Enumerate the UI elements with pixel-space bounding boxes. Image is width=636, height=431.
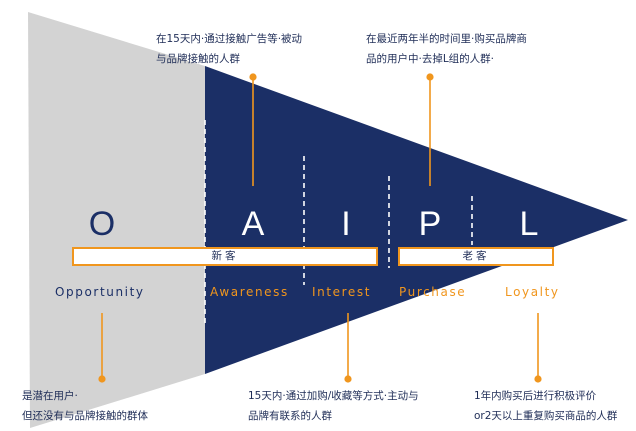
stage-interest: Interest	[312, 285, 372, 299]
leader-interest-dot	[344, 375, 352, 383]
leader-awareness-dot	[249, 73, 257, 81]
stage-purchase: Purchase	[399, 285, 467, 299]
caption-loyalty-line-1: 1年内购买后进行积极评价	[474, 390, 597, 402]
caption-interest-line-1: 15天内·通过加购/收藏等方式·主动与	[248, 390, 419, 402]
leader-loyalty-dot	[534, 375, 542, 383]
new-customer-band: 新客	[72, 247, 378, 266]
old-customer-band: 老客	[398, 247, 554, 266]
opportunity-gray-region	[28, 12, 205, 428]
caption-interest-line-2: 品牌有联系的人群	[248, 410, 332, 422]
caption-purchase-line-1: 在最近两年半的时间里·购买品牌商	[366, 33, 527, 45]
caption-loyalty-line-2: or2天以上重复购买商品的人群	[474, 410, 618, 422]
letter-a: A	[241, 205, 265, 243]
caption-awareness-line-1: 在15天内·通过接触广告等·被动	[156, 33, 303, 45]
caption-awareness-line-2: 与品牌接触的人群	[156, 53, 240, 65]
leader-opportunity-dot	[98, 375, 106, 383]
stage-loyalty: Loyalty	[505, 285, 560, 299]
stage-opportunity: Opportunity	[55, 285, 145, 299]
leader-purchase-dot	[426, 73, 434, 81]
navy-funnel-triangle	[205, 66, 628, 374]
stage-awareness: Awareness	[210, 285, 289, 299]
letter-p: P	[418, 205, 442, 243]
letter-o: O	[88, 205, 116, 243]
caption-opportunity-line-2: 但还没有与品牌接触的群体	[22, 410, 148, 422]
letter-i: I	[341, 205, 351, 243]
caption-opportunity-line-1: 是潜在用户·	[22, 390, 78, 402]
caption-purchase-line-2: 品的用户中·去掉L组的人群·	[366, 53, 495, 65]
letter-l: L	[519, 205, 539, 243]
